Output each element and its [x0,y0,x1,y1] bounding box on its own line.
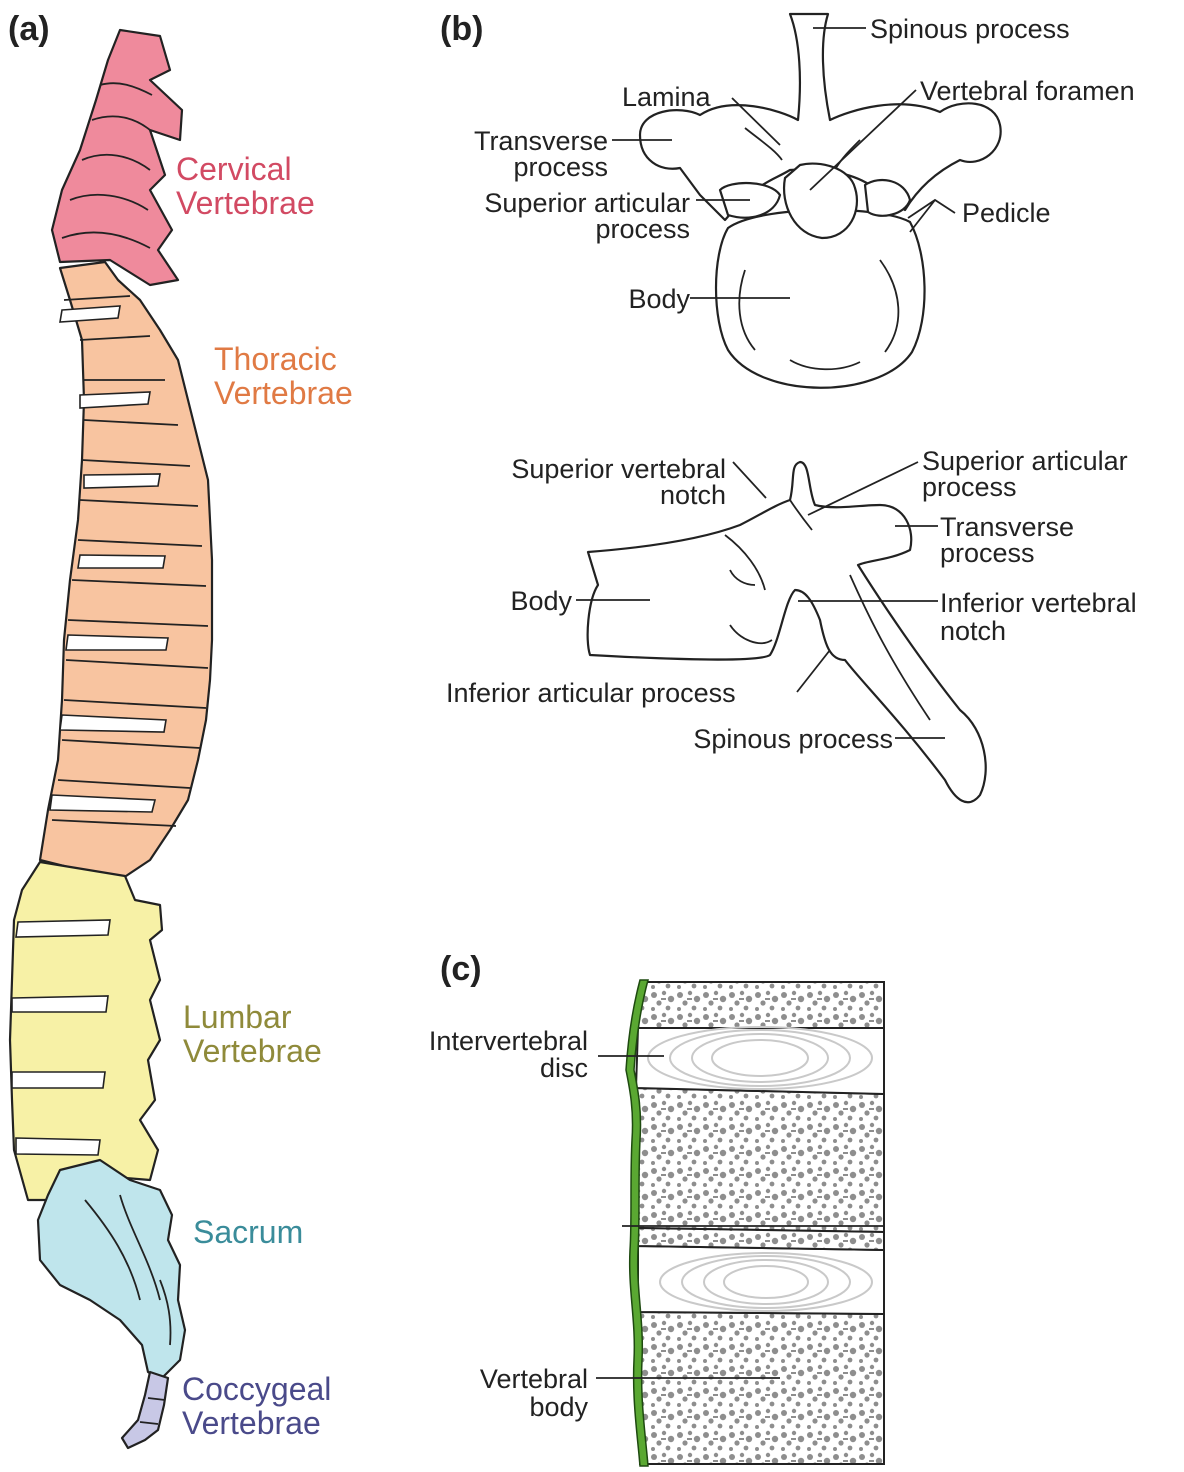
coccygeal-label-line2: Vertebrae [182,1405,321,1441]
label-pedicle: Pedicle [962,198,1051,228]
lumbar-label-line2: Vertebrae [183,1033,322,1069]
panel-c: (c) [429,950,884,1466]
label-inferior-vertebral-notch-line1: Inferior vertebral [940,588,1137,618]
lumbar-label-line1: Lumbar [183,999,292,1035]
panel-b: (b) Spinous process Lamina Vertebral for… [440,10,1137,802]
label-transverse-process-top-line2: process [513,152,608,182]
panel-a: (a) [8,10,353,1448]
label-intervertebral-disc-line2: disc [540,1053,588,1083]
label-vertebral-body-line1: Vertebral [480,1364,588,1394]
label-vertebral-foramen: Vertebral foramen [920,76,1135,106]
coccygeal-label-line1: Coccygeal [182,1371,331,1407]
spine-section-illustration [626,980,884,1466]
vertebral-body-block-3 [638,1312,884,1464]
cervical-label-line1: Cervical [176,151,292,187]
spine-illustration [10,30,212,1448]
vertebral-body-block-1 [638,982,884,1028]
panel-b-letter: (b) [440,10,483,48]
cervical-vertebrae-shape [52,30,182,285]
thoracic-vertebrae-shape [40,262,212,880]
label-superior-vertebral-notch-line2: notch [660,480,726,510]
vertebra-superior-view [640,14,1001,388]
label-body-side: Body [510,586,572,616]
panel-a-letter: (a) [8,10,50,48]
panel-c-letter: (c) [440,950,482,988]
cervical-label-line2: Vertebrae [176,185,315,221]
label-inferior-vertebral-notch-line2: notch [940,616,1006,646]
thoracic-label-line2: Vertebrae [214,375,353,411]
coccyx-shape [122,1372,168,1448]
label-body-top: Body [628,284,690,314]
lumbar-vertebrae-shape [10,862,162,1200]
spine-region-labels: Cervical Vertebrae Thoracic Vertebrae Lu… [176,151,353,1441]
label-inferior-articular-process: Inferior articular process [446,678,736,708]
label-superior-articular-top-line2: process [595,214,690,244]
label-intervertebral-disc-line1: Intervertebral [429,1026,588,1056]
sacrum-shape [38,1160,185,1380]
section-labels: Intervertebral disc Vertebral body [429,1026,589,1422]
vertebral-body-block-2 [636,1088,884,1232]
label-spinous-process-top: Spinous process [870,14,1070,44]
sacrum-label: Sacrum [193,1214,303,1250]
thoracic-label-line1: Thoracic [214,341,337,377]
label-transverse-process-side-line2: process [940,538,1035,568]
label-superior-articular-side-line2: process [922,472,1017,502]
label-lamina: Lamina [622,82,712,112]
label-vertebral-body-line2: body [529,1392,588,1422]
label-spinous-process-side: Spinous process [693,724,893,754]
